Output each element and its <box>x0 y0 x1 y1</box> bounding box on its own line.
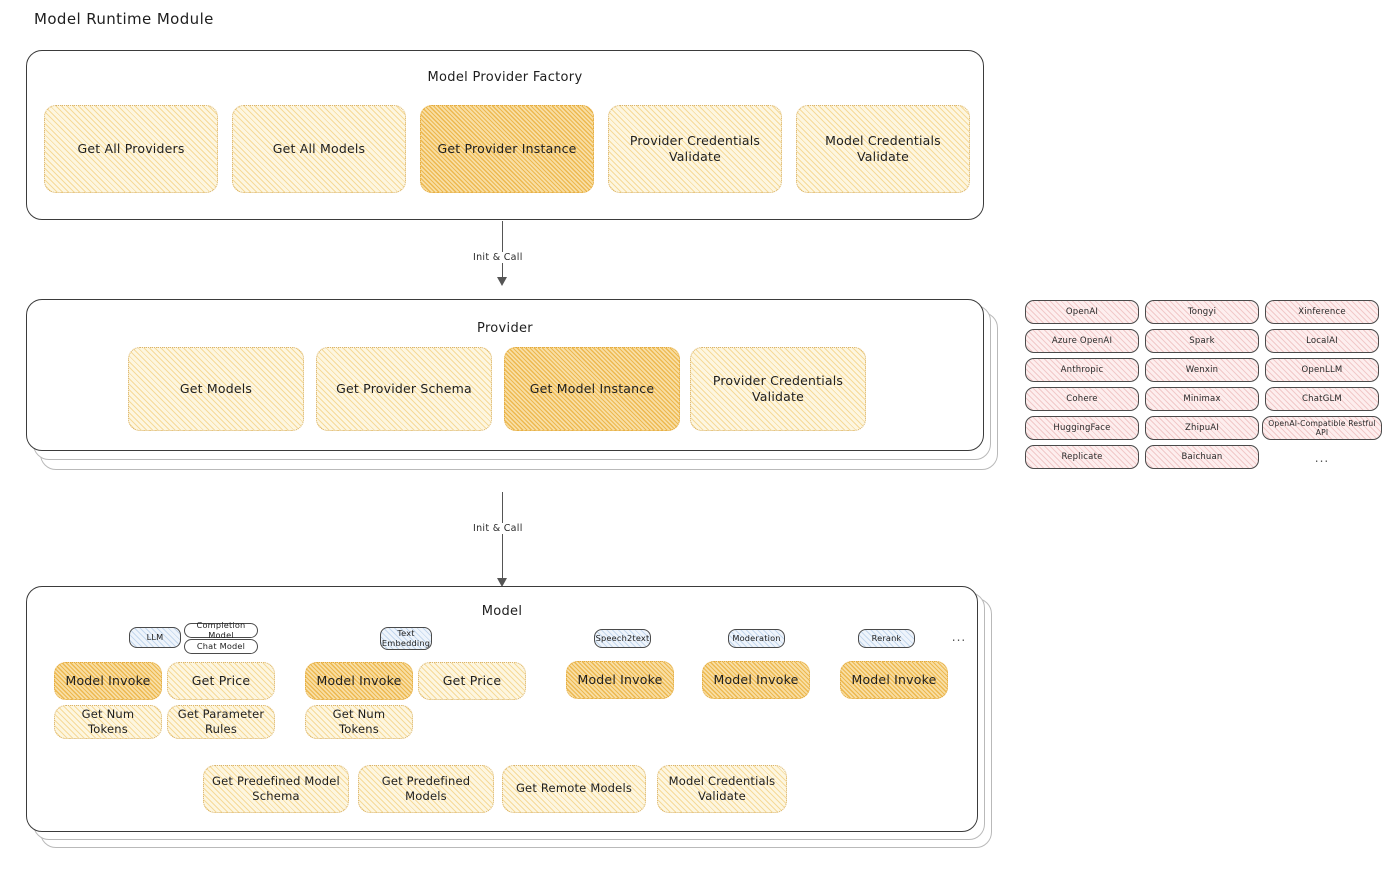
provider-pill-spark[interactable]: Spark <box>1145 329 1259 353</box>
provider-pill-localai[interactable]: LocalAI <box>1265 329 1379 353</box>
provider-pill-anthropic[interactable]: Anthropic <box>1025 358 1139 382</box>
model-type-chip-rerank[interactable]: Rerank <box>858 629 915 648</box>
provider-pill-chatglm[interactable]: ChatGLM <box>1265 387 1379 411</box>
provider-pill-openai[interactable]: OpenAI <box>1025 300 1139 324</box>
provider-node-get-model-instance[interactable]: Get Model Instance <box>504 347 680 431</box>
provider-list-more: ... <box>1314 451 1330 465</box>
rerank-method-model-invoke[interactable]: Model Invoke <box>840 661 948 699</box>
arrow-factory-to-provider-head <box>497 277 507 286</box>
provider-pill-zhipuai[interactable]: ZhipuAI <box>1145 416 1259 440</box>
provider-pill-openllm[interactable]: OpenLLM <box>1265 358 1379 382</box>
model-type-chip-speech2text[interactable]: Speech2text <box>594 629 651 648</box>
provider-node-provider-credentials-validate[interactable]: Provider Credentials Validate <box>690 347 866 431</box>
llm-method-model-invoke[interactable]: Model Invoke <box>54 662 162 700</box>
provider-pill-replicate[interactable]: Replicate <box>1025 445 1139 469</box>
factory-node-get-all-models[interactable]: Get All Models <box>232 105 406 193</box>
model-types-more: ... <box>951 630 967 644</box>
provider-pill-huggingface[interactable]: HuggingFace <box>1025 416 1139 440</box>
provider-node-get-provider-schema[interactable]: Get Provider Schema <box>316 347 492 431</box>
arrow-factory-to-provider-line <box>502 221 504 279</box>
provider-pill-openai-compatible-restful-api[interactable]: OpenAI-Compatible Restful API <box>1262 416 1382 440</box>
model-common-get-predefined-model-schema[interactable]: Get Predefined Model Schema <box>203 765 349 813</box>
model-common-model-credentials-validate[interactable]: Model Credentials Validate <box>657 765 787 813</box>
model-title: Model <box>481 604 523 619</box>
llm-method-get-parameter-rules[interactable]: Get Parameter Rules <box>167 705 275 739</box>
model-common-get-predefined-models[interactable]: Get Predefined Models <box>358 765 494 813</box>
provider-pill-wenxin[interactable]: Wenxin <box>1145 358 1259 382</box>
page-title: Model Runtime Module <box>34 10 214 28</box>
llm-method-get-num-tokens[interactable]: Get Num Tokens <box>54 705 162 739</box>
provider-pill-azure-openai[interactable]: Azure OpenAI <box>1025 329 1139 353</box>
provider-pill-tongyi[interactable]: Tongyi <box>1145 300 1259 324</box>
speech2text-method-model-invoke[interactable]: Model Invoke <box>566 661 674 699</box>
model-subtype-chip-completion-model[interactable]: Completion Model <box>184 620 258 639</box>
text-embedding-method-get-price[interactable]: Get Price <box>418 662 526 700</box>
arrow-factory-to-provider-label: Init & Call <box>468 252 528 263</box>
model-provider-factory-title: Model Provider Factory <box>427 70 583 85</box>
model-common-get-remote-models[interactable]: Get Remote Models <box>502 765 646 813</box>
provider-pill-baichuan[interactable]: Baichuan <box>1145 445 1259 469</box>
factory-node-get-provider-instance[interactable]: Get Provider Instance <box>420 105 594 193</box>
text-embedding-method-model-invoke[interactable]: Model Invoke <box>305 662 413 700</box>
factory-node-provider-credentials-validate[interactable]: Provider Credentials Validate <box>608 105 782 193</box>
factory-node-model-credentials-validate[interactable]: Model Credentials Validate <box>796 105 970 193</box>
model-type-chip-llm[interactable]: LLM <box>129 627 181 648</box>
model-subtype-chip-chat-model[interactable]: Chat Model <box>184 639 258 654</box>
provider-pill-xinference[interactable]: Xinference <box>1265 300 1379 324</box>
provider-node-get-models[interactable]: Get Models <box>128 347 304 431</box>
provider-title: Provider <box>477 321 533 336</box>
arrow-provider-to-model-label: Init & Call <box>468 523 528 534</box>
llm-method-get-price[interactable]: Get Price <box>167 662 275 700</box>
provider-pill-minimax[interactable]: Minimax <box>1145 387 1259 411</box>
arrow-provider-to-model-line <box>502 492 504 580</box>
factory-node-get-all-providers[interactable]: Get All Providers <box>44 105 218 193</box>
model-type-chip-text-embedding[interactable]: Text Embedding <box>380 627 432 650</box>
provider-pill-cohere[interactable]: Cohere <box>1025 387 1139 411</box>
model-type-chip-moderation[interactable]: Moderation <box>728 629 785 648</box>
text-embedding-method-get-num-tokens[interactable]: Get Num Tokens <box>305 705 413 739</box>
moderation-method-model-invoke[interactable]: Model Invoke <box>702 661 810 699</box>
arrow-provider-to-model-head <box>497 578 507 587</box>
